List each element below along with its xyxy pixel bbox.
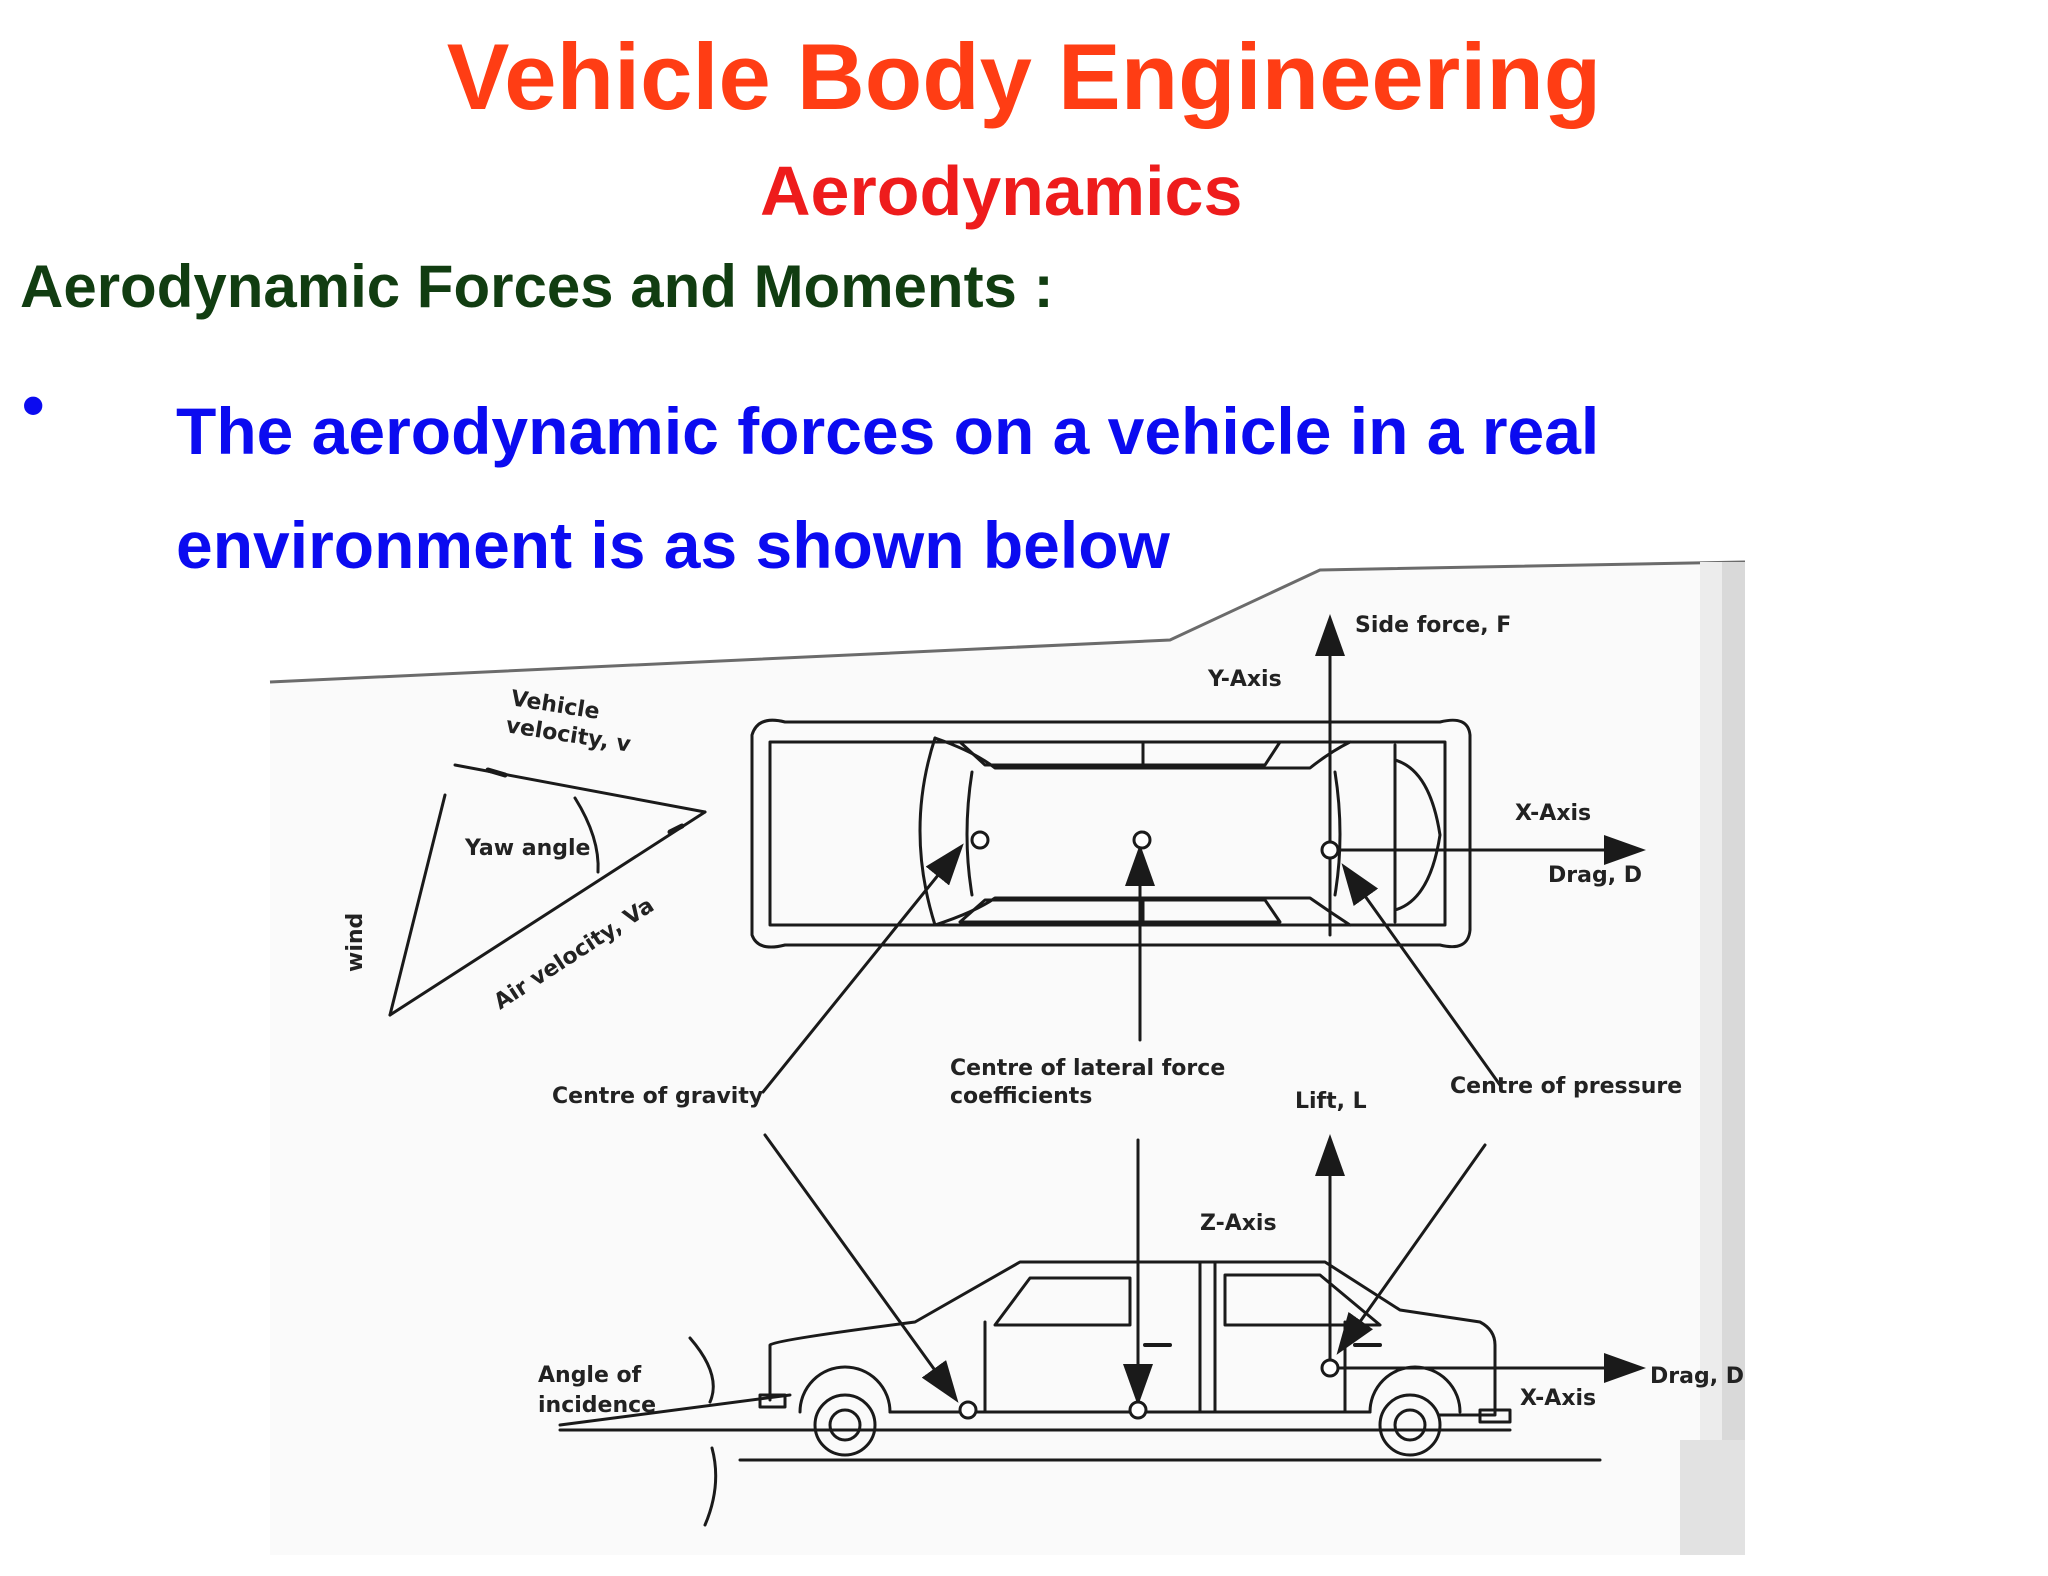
centre-of-lateral-force-label-line2: coefficients	[950, 1084, 1092, 1109]
velocity-triangle	[388, 763, 707, 1017]
x-axis-top-label: X-Axis	[1515, 801, 1591, 826]
reference-points	[958, 830, 1340, 1420]
drag-top-label: Drag, D	[1548, 863, 1642, 888]
centre-of-lateral-force-point-side	[1128, 1400, 1148, 1420]
centre-of-gravity-point-top	[970, 830, 990, 850]
angle-of-incidence-label-line2: incidence	[538, 1393, 656, 1418]
yaw-angle-label: Yaw angle	[464, 836, 590, 861]
section-heading: Aerodynamic Forces and Moments :	[20, 253, 1054, 320]
ground-lines	[558, 1336, 1602, 1527]
centre-of-gravity-label: Centre of gravity	[552, 1084, 763, 1109]
centre-of-gravity-point-side	[958, 1400, 978, 1420]
lift-label: Lift, L	[1295, 1089, 1367, 1114]
side-force-label: Side force, F	[1355, 613, 1511, 638]
bullet-text: The aerodynamic forces on a vehicle in a…	[176, 394, 1600, 582]
centre-of-lateral-force-point-top	[1132, 830, 1152, 850]
centre-of-pressure-label: Centre of pressure	[1450, 1074, 1682, 1099]
bullet-marker: •	[22, 369, 45, 441]
slide-subtitle: Aerodynamics	[760, 152, 1243, 230]
drag-bottom-label: Drag, D	[1650, 1364, 1744, 1389]
wind-label: wind	[343, 913, 368, 972]
angle-of-incidence-label-line1: Angle of	[538, 1363, 642, 1388]
y-axis-label: Y-Axis	[1207, 667, 1282, 692]
centre-of-pressure-point-side	[1320, 1358, 1340, 1378]
z-axis-label: Z-Axis	[1200, 1211, 1277, 1236]
force-arrows	[761, 614, 1646, 1406]
x-axis-bottom-label: X-Axis	[1520, 1386, 1596, 1411]
slide-title: Vehicle Body Engineering	[446, 24, 1602, 129]
centre-of-pressure-point-top	[1320, 840, 1340, 860]
scan-paper	[269, 560, 1746, 1555]
car-top-view	[750, 718, 1472, 949]
centre-of-lateral-force-label-line1: Centre of lateral force	[950, 1056, 1225, 1081]
